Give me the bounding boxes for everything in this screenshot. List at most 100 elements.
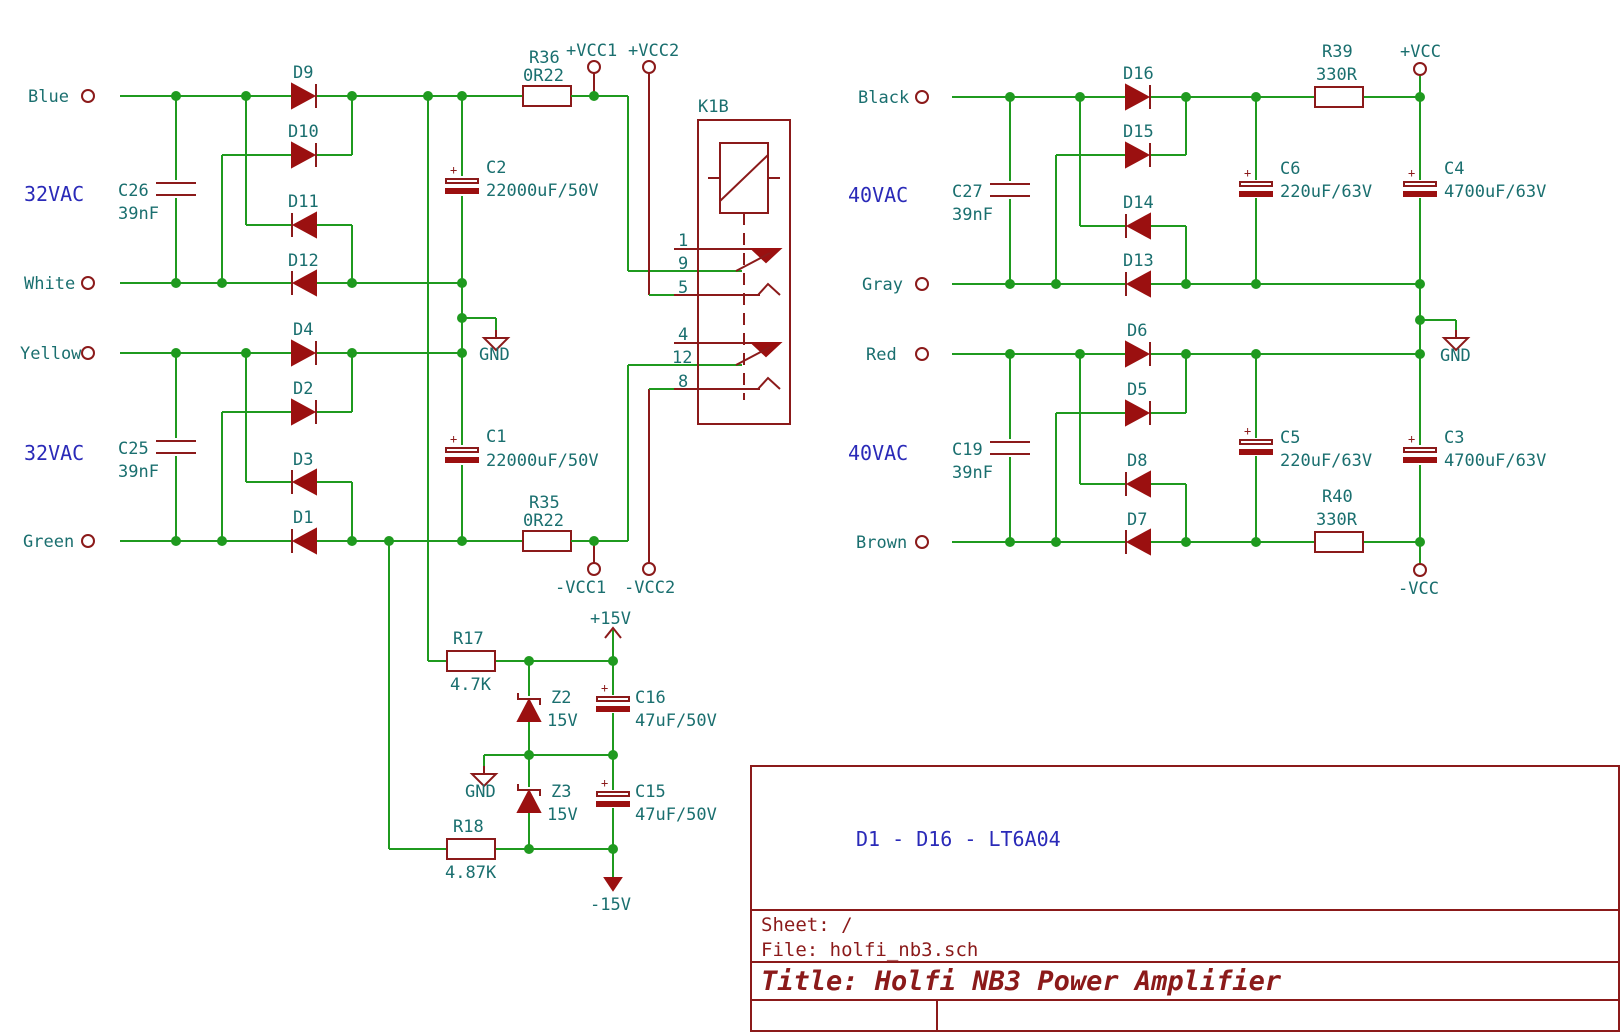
terminal-white	[81, 276, 95, 290]
diode-label: D9	[293, 63, 313, 83]
zener-value: 15V	[547, 711, 578, 731]
diode-d12	[291, 270, 317, 296]
input-label-gray: Gray	[862, 275, 903, 295]
resistor-label: R40	[1322, 487, 1353, 507]
net-label: -VCC2	[624, 578, 675, 598]
capacitor-c25	[155, 440, 197, 454]
diode-d2	[291, 399, 317, 425]
resistor-r18	[446, 838, 496, 860]
diode-label: D13	[1123, 251, 1154, 271]
relay-pin: 12	[672, 348, 692, 368]
diode-label: D12	[288, 251, 319, 271]
terminal-vcc-pos	[1413, 62, 1427, 76]
resistor-label: R39	[1322, 42, 1353, 62]
resistor-value: 4.87K	[445, 863, 497, 883]
terminal-vcc2-pos	[642, 60, 656, 74]
parts-note: D1 - D16 - LT6A04	[856, 827, 1061, 851]
diode-label: D14	[1123, 193, 1154, 213]
input-label-yellow: Yellow	[20, 344, 82, 364]
diode-d9	[291, 83, 317, 109]
input-label-brown: Brown	[856, 533, 907, 553]
terminal-green	[81, 534, 95, 548]
relay-pin: 9	[678, 254, 688, 274]
terminal-vcc1-neg	[587, 562, 601, 576]
net-label: GND	[465, 782, 496, 802]
diode-label: D8	[1127, 451, 1147, 471]
capacitor-value: 4700uF/63V	[1444, 182, 1546, 202]
resistor-r35	[522, 530, 572, 552]
junction-dots	[171, 91, 1425, 854]
capacitor-label: C16	[635, 688, 666, 708]
resistor-r36	[522, 85, 572, 107]
sheet-label: Sheet: /	[761, 914, 853, 936]
right-bridge-top	[952, 75, 1457, 445]
diode-label: D2	[293, 379, 313, 399]
relay-pin: 5	[678, 278, 688, 298]
resistor-label: R18	[453, 817, 484, 837]
diode-d14	[1125, 213, 1151, 239]
zener-label: Z3	[551, 782, 571, 802]
resistor-value: 0R22	[523, 66, 564, 86]
capacitor-value: 4700uF/63V	[1444, 451, 1546, 471]
diode-d1	[291, 528, 317, 554]
terminal-yellow	[81, 346, 95, 360]
input-label-red: Red	[866, 345, 897, 365]
resistor-label: R17	[453, 629, 484, 649]
voltage-label: 40VAC	[848, 183, 908, 207]
relay-pin: 8	[678, 372, 688, 392]
capacitor-c27	[989, 183, 1031, 197]
capacitor-value: 39nF	[118, 462, 159, 482]
right-bridge-bottom	[952, 353, 1421, 564]
capacitor-c26	[155, 182, 197, 196]
capacitor-value: 220uF/63V	[1280, 182, 1372, 202]
diode-label: D11	[288, 192, 319, 212]
capacitor-label: C3	[1444, 428, 1464, 448]
resistor-value: 0R22	[523, 511, 564, 531]
diode-label: D1	[293, 508, 313, 528]
capacitor-value: 39nF	[118, 204, 159, 224]
input-label-blue: Blue	[28, 87, 69, 107]
diode-d16	[1125, 84, 1151, 110]
voltage-label: 32VAC	[24, 441, 84, 465]
title-label: Title: Holfi NB3 Power Amplifier	[761, 966, 1282, 997]
resistor-value: 4.7K	[450, 675, 492, 695]
terminal-blue	[81, 89, 95, 103]
resistor-r40	[1314, 531, 1364, 553]
capacitor-label: C4	[1444, 159, 1464, 179]
text-labels: Blue White Yellow Green 32VAC 32VAC D9 D…	[20, 41, 1546, 915]
resistor-label: R35	[529, 493, 560, 513]
diode-label: D4	[293, 320, 313, 340]
terminal-red	[915, 347, 929, 361]
zener-z2	[517, 692, 541, 722]
power-flag-15v	[603, 626, 623, 892]
relay-pin: 4	[678, 325, 688, 345]
left-bridge-bottom	[120, 352, 523, 849]
terminal-brown	[915, 535, 929, 549]
file-label: File: holfi_nb3.sch	[761, 939, 978, 961]
terminal-vcc-neg	[1413, 563, 1427, 577]
diode-d3	[291, 469, 317, 495]
terminal-black	[915, 90, 929, 104]
diode-d15	[1125, 142, 1151, 168]
capacitor-c19	[989, 441, 1031, 455]
resistor-value: 330R	[1316, 65, 1358, 85]
vcc-rails	[571, 73, 742, 563]
net-label: GND	[479, 345, 510, 365]
voltage-label: 40VAC	[848, 441, 908, 465]
diode-d11	[291, 212, 317, 238]
resistor-value: 330R	[1316, 510, 1358, 530]
capacitor-value: 22000uF/50V	[486, 451, 599, 471]
resistor-label: R36	[529, 48, 560, 68]
capacitor-label: C25	[118, 439, 149, 459]
diode-label: D6	[1127, 321, 1147, 341]
capacitor-value: 22000uF/50V	[486, 181, 599, 201]
resistor-r17	[446, 650, 496, 672]
relay-pin: 1	[678, 231, 688, 251]
net-label: -15V	[590, 895, 631, 915]
diode-label: D16	[1123, 64, 1154, 84]
zener-z3	[517, 783, 541, 813]
net-label: +VCC1	[566, 41, 617, 61]
diode-d7	[1125, 529, 1151, 555]
diode-label: D15	[1123, 122, 1154, 142]
